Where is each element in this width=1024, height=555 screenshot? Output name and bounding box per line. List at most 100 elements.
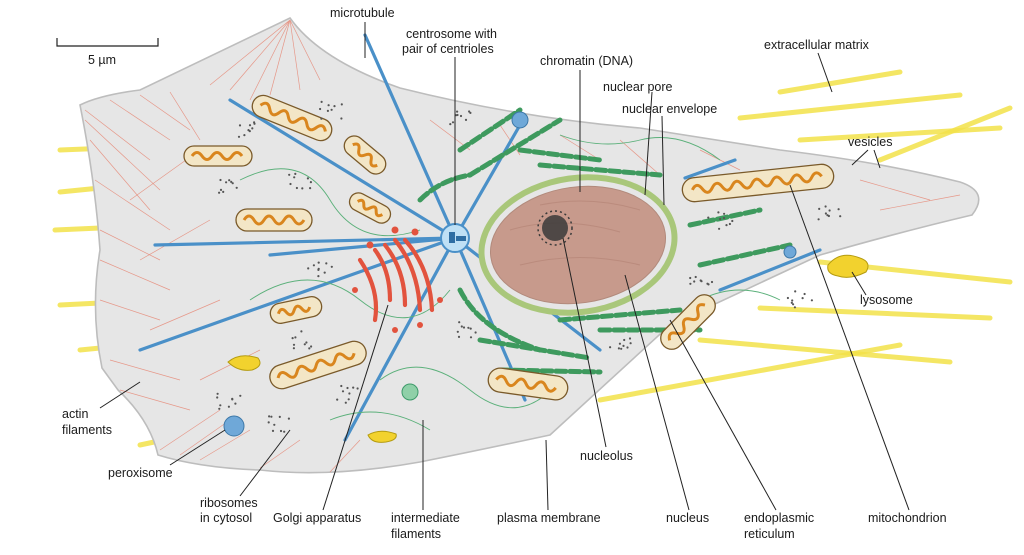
- ribosome-dot: [227, 405, 230, 408]
- ribosome-dot: [456, 330, 459, 333]
- nucleus-drawing: [478, 174, 678, 316]
- ribosome-dot: [320, 117, 323, 120]
- label-ribosomes-line2: in cytosol: [200, 511, 252, 525]
- label-actin-line2: filaments: [62, 423, 112, 437]
- ribosome-dot: [722, 216, 726, 220]
- label-intermediate-filaments-line1: intermediate: [391, 511, 460, 525]
- ribosome-dot: [790, 301, 793, 304]
- ribosome-dot: [469, 336, 473, 339]
- ribosome-dot: [251, 127, 254, 130]
- ribosome-dot: [828, 209, 831, 212]
- ribosome-dot: [231, 398, 234, 401]
- label-extracellular-matrix: extracellular matrix: [764, 38, 870, 52]
- ribosome-dot: [243, 134, 246, 137]
- ribosome-dot: [689, 276, 692, 280]
- label-lysosome: lysosome: [860, 293, 913, 307]
- ribosome-dot: [291, 337, 294, 340]
- ribosome-dot: [270, 415, 273, 418]
- ribosome-dot: [725, 224, 728, 227]
- ribosome-dot: [218, 407, 221, 410]
- ribosome-dot: [620, 347, 623, 350]
- ribosome-dot: [231, 182, 234, 185]
- ribosome-dot: [293, 176, 296, 179]
- endoplasmic-reticulum-drawing: [417, 107, 793, 375]
- ribosome-dot: [718, 227, 721, 230]
- ribosome-dot: [817, 218, 820, 221]
- ribosome-dot: [325, 262, 328, 265]
- centrosome-drawing: [440, 223, 470, 253]
- ribosome-dot: [306, 177, 309, 180]
- ribosome-dot: [273, 423, 276, 426]
- label-centrosome-line2: pair of centrioles: [402, 42, 494, 56]
- label-ribosomes-line1: ribosomes: [200, 496, 258, 510]
- ribosome-dot: [617, 347, 621, 350]
- label-nuclear-pore: nuclear pore: [603, 80, 673, 94]
- ribosome-dot: [219, 178, 222, 182]
- ribosome-dot: [719, 217, 722, 221]
- ribosome-dot: [216, 392, 219, 395]
- ribosome-dot: [230, 180, 233, 183]
- ribosome-dot: [228, 179, 231, 182]
- ribosome-dot: [457, 335, 461, 338]
- ribosome-dot: [707, 283, 710, 286]
- ribosome-dot: [309, 187, 312, 190]
- ribosome-dot: [238, 124, 242, 127]
- ribosome-dot: [474, 331, 477, 334]
- ribosome-dot: [216, 396, 219, 399]
- label-nucleus: nucleus: [666, 511, 709, 525]
- ribosome-dot: [801, 297, 804, 300]
- ribosome-dot: [341, 390, 345, 393]
- label-nucleolus: nucleolus: [580, 449, 633, 463]
- ribosome-dot: [728, 222, 732, 226]
- ribosome-dot: [319, 107, 322, 111]
- ribosome-dot: [239, 394, 242, 397]
- ribosome-dot: [628, 337, 632, 340]
- ribosome-dot: [305, 341, 308, 344]
- ribosome-dot: [301, 187, 304, 190]
- ribosome-dot: [326, 109, 329, 112]
- label-centrosome-line1: centrosome with: [406, 27, 497, 41]
- ribosome-dot: [287, 417, 290, 420]
- peroxisomes: [223, 111, 797, 437]
- ribosome-dot: [308, 347, 311, 350]
- label-vesicles: vesicles: [848, 135, 892, 149]
- ribosome-dot: [320, 100, 323, 103]
- label-chromatin: chromatin (DNA): [540, 54, 633, 68]
- ribosome-dot: [289, 182, 292, 186]
- leader-lines: [99, 22, 910, 511]
- ribosome-dot: [352, 386, 355, 389]
- mitochondria: [183, 94, 835, 401]
- ribosome-dot: [618, 342, 622, 345]
- label-plasma-membrane: plasma membrane: [497, 511, 601, 525]
- ribosome-dot: [317, 261, 320, 264]
- ribosome-dot: [225, 181, 228, 184]
- ribosome-dot: [237, 135, 241, 138]
- ribosome-dot: [469, 327, 472, 330]
- ribosome-dot: [323, 271, 326, 274]
- ribosome-dot: [723, 212, 726, 215]
- ribosome-dot: [609, 346, 612, 349]
- ribosome-dot: [710, 280, 714, 284]
- ribosome-dot: [346, 386, 349, 390]
- ribosome-dot: [294, 172, 297, 175]
- ribosome-dot: [218, 191, 221, 194]
- ribosome-dot: [449, 123, 452, 126]
- ribosome-dot: [219, 188, 223, 191]
- ribosome-dot: [356, 387, 359, 390]
- ribosome-dot: [469, 111, 472, 114]
- ribosome-dot: [234, 402, 237, 405]
- ribosome-dot: [456, 110, 459, 113]
- ribosome-dot: [279, 429, 283, 433]
- ribosome-dot: [707, 216, 710, 219]
- ribosome-dot: [839, 215, 842, 218]
- ribosome-dot: [312, 264, 315, 267]
- label-golgi-apparatus: Golgi apparatus: [273, 511, 361, 525]
- ribosome-dot: [694, 275, 697, 279]
- ribosome-dot: [792, 303, 795, 306]
- label-mitochondrion: mitochondrion: [868, 511, 947, 525]
- ribosome-dot: [292, 347, 295, 350]
- scale-bar-label: 5 µm: [88, 53, 116, 67]
- label-nuclear-envelope: nuclear envelope: [622, 102, 717, 116]
- ribosome-dot: [283, 430, 286, 433]
